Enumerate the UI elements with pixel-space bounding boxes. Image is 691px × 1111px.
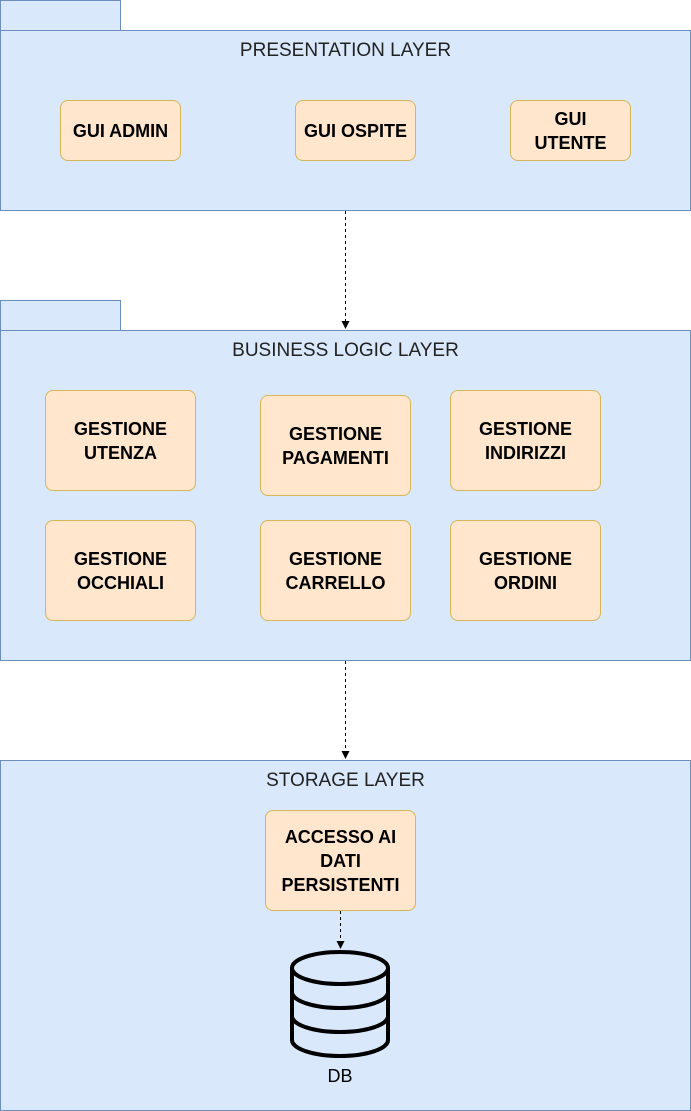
accesso-dati-persistenti-component: ACCESSO AI DATI PERSISTENTI: [265, 810, 416, 911]
db-label: DB: [327, 1066, 353, 1086]
gestione-occhiali-component: GESTIONE OCCHIALI: [45, 520, 196, 621]
storage-layer-title: STORAGE LAYER: [266, 770, 425, 791]
database-icon: [290, 950, 390, 1058]
gestione-pagamenti-component: GESTIONE PAGAMENTI: [260, 395, 411, 496]
business-logic-layer-title: BUSINESS LOGIC LAYER: [232, 340, 459, 361]
gui-utente-component: GUI UTENTE: [510, 100, 631, 161]
gui-admin-component: GUI ADMIN: [60, 100, 181, 161]
gestione-ordini-component: GESTIONE ORDINI: [450, 520, 601, 621]
gestione-utenza-component: GESTIONE UTENZA: [45, 390, 196, 491]
gui-ospite-component: GUI OSPITE: [295, 100, 416, 161]
presentation-layer-title: PRESENTATION LAYER: [239, 40, 452, 61]
gestione-indirizzi-component: GESTIONE INDIRIZZI: [450, 390, 601, 491]
gestione-carrello-component: GESTIONE CARRELLO: [260, 520, 411, 621]
